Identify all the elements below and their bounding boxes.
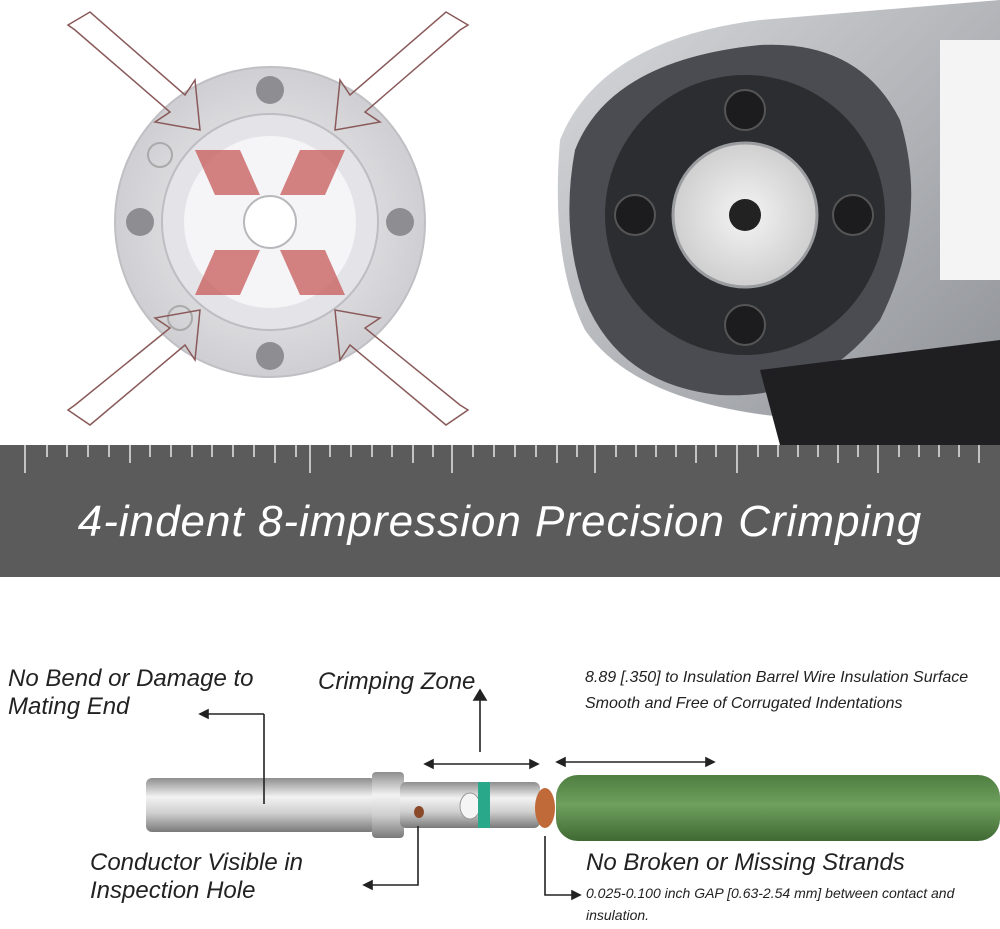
crimp-indent bbox=[459, 792, 481, 820]
banner bbox=[0, 445, 1000, 577]
bolt-hole bbox=[386, 208, 414, 236]
torx-screw bbox=[614, 194, 656, 236]
torx-screw bbox=[724, 89, 766, 131]
banner-title: 4-indent 8-impression Precision Crimping bbox=[77, 497, 923, 546]
ruler-ticks bbox=[24, 445, 980, 473]
label-crimping-zone: Crimping Zone bbox=[318, 668, 476, 695]
color-band bbox=[478, 782, 490, 828]
contact-barrel bbox=[146, 778, 376, 832]
torx-screw bbox=[724, 304, 766, 346]
bolt-hole bbox=[256, 76, 284, 104]
bolt-hole bbox=[126, 208, 154, 236]
green-wire bbox=[556, 775, 1000, 841]
crimp-die-diagram bbox=[66, 11, 470, 426]
crimp-tool-head bbox=[500, 0, 1000, 445]
label-no-bend: No Bend or Damage to Mating End bbox=[8, 665, 254, 720]
bolt-hole bbox=[256, 342, 284, 370]
inspection-hole bbox=[414, 806, 424, 818]
label-insulation-note: 8.89 [.350] to Insulation Barrel Wire In… bbox=[585, 669, 969, 712]
label-gap-note: 0.025-0.100 inch GAP [0.63-2.54 mm] betw… bbox=[586, 885, 955, 923]
label-no-broken: No Broken or Missing Strands bbox=[586, 849, 905, 876]
label-conductor-visible: Conductor Visible in Inspection Hole bbox=[90, 849, 304, 904]
torx-screw bbox=[832, 194, 874, 236]
